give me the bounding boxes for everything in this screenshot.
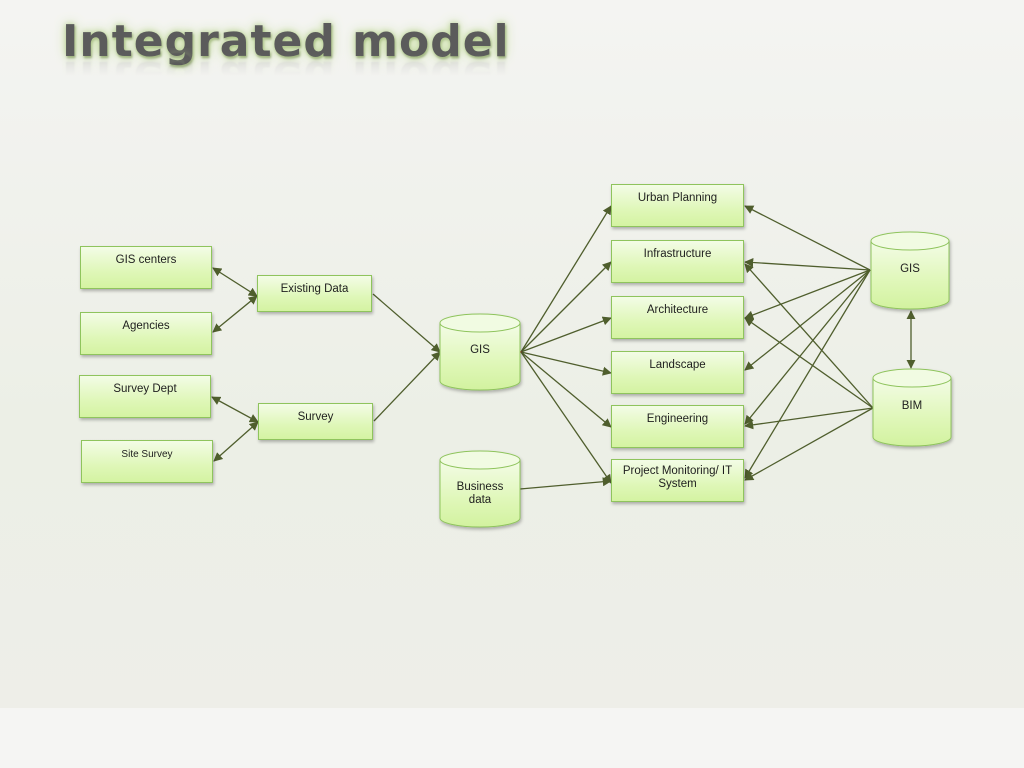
connector-site-survey-survey [213, 421, 259, 462]
label-gis-center: GIS [470, 344, 490, 356]
box-engineering: Engineering [611, 405, 744, 448]
box-urban-planning: Urban Planning [611, 184, 744, 227]
cylinder-bim [872, 368, 952, 447]
slide-title: Integrated model [62, 16, 510, 67]
box-architecture: Architecture [611, 296, 744, 339]
connector-gis-right-infrastructure [744, 257, 871, 271]
box-existing-data: Existing Data [257, 275, 372, 312]
slide-title-group: Integrated model Integrated model [62, 14, 510, 102]
box-project-monitoring: Project Monitoring/ IT System [611, 459, 744, 502]
connector-gis-right-landscape [744, 269, 871, 371]
connector-bim-architecture [744, 317, 874, 409]
box-survey: Survey [258, 403, 373, 440]
connector-gis-project-monitoring [520, 351, 612, 484]
box-agencies: Agencies [80, 312, 212, 355]
label-bim: BIM [901, 400, 923, 412]
connector-survey-dept-survey [211, 396, 259, 423]
connector-agencies-existing-data [212, 295, 258, 333]
box-site-survey: Site Survey [81, 440, 213, 483]
connector-gis-right-urban-planning [744, 205, 871, 271]
cylinder-gis-center [439, 313, 521, 391]
box-landscape: Landscape [611, 351, 744, 394]
cylinder-business-data [439, 450, 521, 528]
connector-survey-gis [373, 351, 441, 422]
box-survey-dept: Survey Dept [79, 375, 211, 418]
label-business-data: Business data [456, 481, 504, 506]
connector-bim-project-monitoring [744, 407, 874, 481]
connector-group [211, 205, 916, 490]
connector-gis-right-architecture [744, 269, 871, 320]
cylinder-gis-right [870, 231, 950, 310]
box-gis-centers: GIS centers [80, 246, 212, 289]
connector-gis-right-project-monitoring [744, 269, 871, 479]
connector-gis-centers-existing-data [212, 267, 258, 297]
connector-gis-engineering [520, 351, 612, 428]
box-infrastructure: Infrastructure [611, 240, 744, 283]
connector-bim-infrastructure [744, 263, 874, 409]
connector-gis-infrastructure [520, 261, 612, 353]
connector-business-data-project-monitoring [519, 477, 612, 490]
slide-footer-band [0, 708, 1024, 768]
connector-gis-urban-planning [520, 205, 612, 353]
connector-existing-data-gis [372, 293, 441, 353]
connector-gis-right-engineering [744, 269, 871, 425]
label-gis-right: GIS [900, 263, 920, 275]
connector-bim-engineering [744, 407, 874, 430]
connector-gis-landscape [520, 351, 612, 376]
connector-gis-architecture [520, 316, 612, 353]
